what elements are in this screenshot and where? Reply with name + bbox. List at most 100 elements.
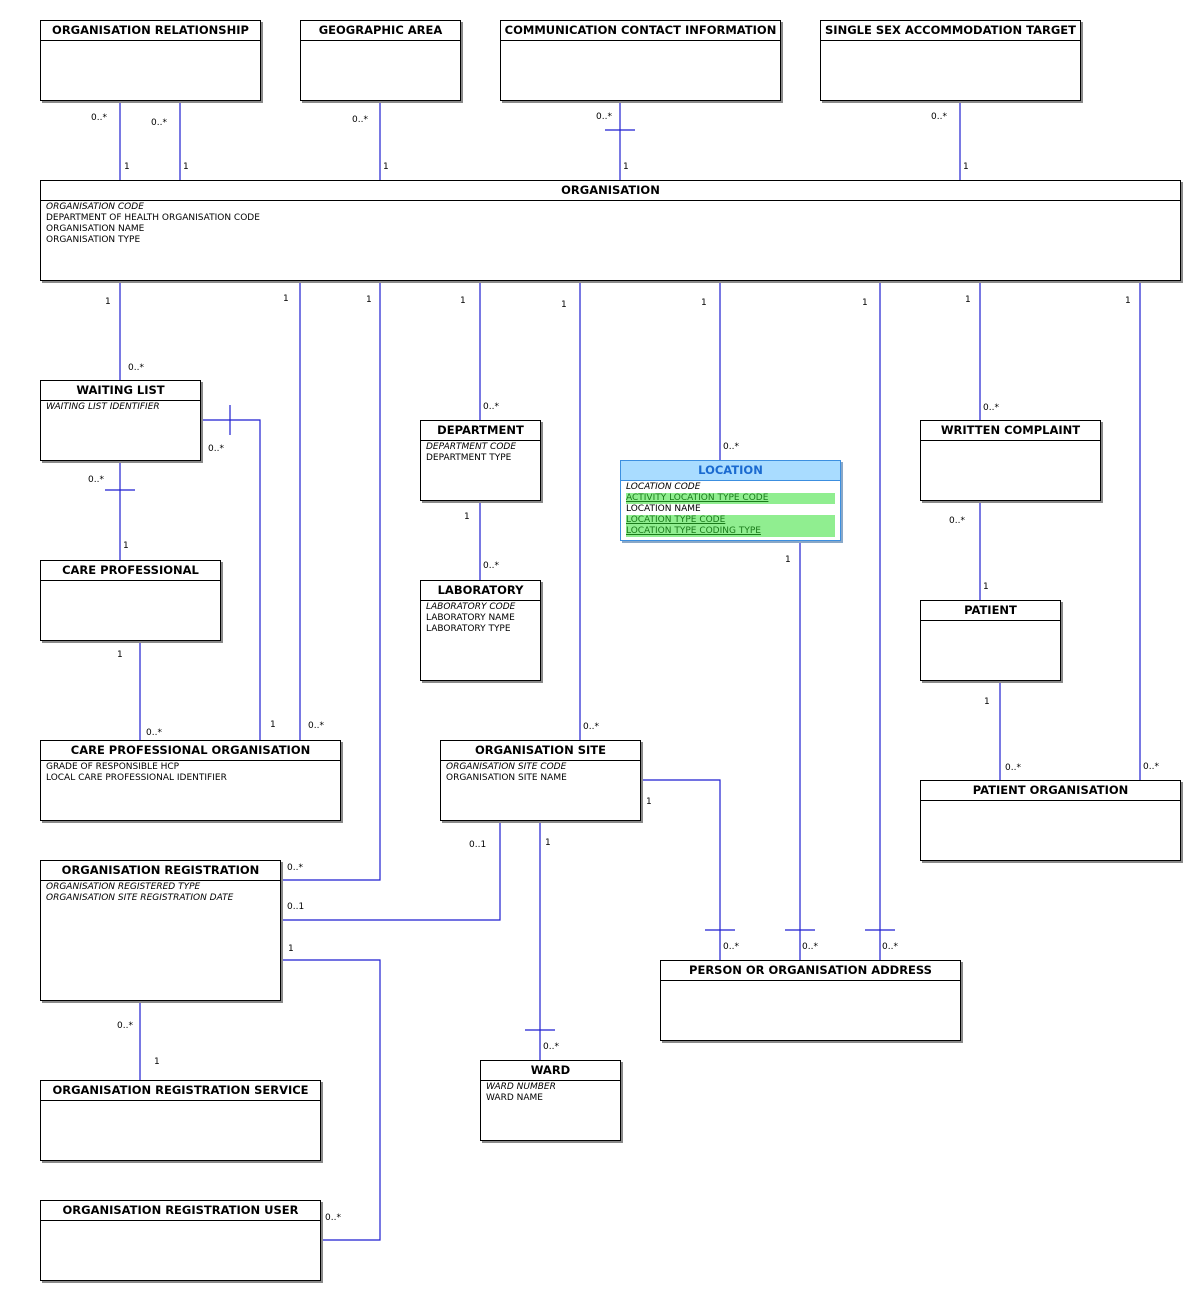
highlighted-attribute: ACTIVITY LOCATION TYPE CODE (626, 493, 835, 504)
entity-attribute: LABORATORY TYPE (426, 624, 511, 634)
cardinality-label: 1 (983, 582, 989, 592)
cardinality-label: 0..* (596, 112, 612, 122)
cardinality-label: 0..* (483, 561, 499, 571)
entity-attributes (921, 621, 1060, 623)
entity-attribute: DEPARTMENT CODE (426, 442, 517, 452)
entity-attribute: LABORATORY NAME (426, 613, 515, 623)
entity-title: ORGANISATION REGISTRATION USER (41, 1201, 320, 1221)
entity-attribute: ORGANISATION REGISTERED TYPE (46, 882, 201, 892)
entity-title: WAITING LIST (41, 381, 200, 401)
entity-title: PATIENT (921, 601, 1060, 621)
entity-title: ORGANISATION REGISTRATION (41, 861, 280, 881)
rel-line (280, 820, 501, 921)
cardinality-label: 0..1 (287, 902, 305, 912)
entity-title: GEOGRAPHIC AREA (301, 21, 460, 41)
cardinality-label: 1 (270, 720, 276, 730)
entity-attribute: DEPARTMENT TYPE (426, 453, 512, 463)
entity-title: COMMUNICATION CONTACT INFORMATION (501, 21, 780, 41)
entity-patient[interactable]: PATIENT (920, 600, 1061, 681)
cardinality-label: 0..* (88, 475, 104, 485)
entity-geographic-area[interactable]: GEOGRAPHIC AREA (300, 20, 461, 101)
cardinality-label: 1 (154, 1057, 160, 1067)
entity-organisation-relationship[interactable]: ORGANISATION RELATIONSHIP (40, 20, 261, 101)
entity-attribute: WARD NAME (486, 1093, 543, 1103)
entity-attribute: WAITING LIST IDENTIFIER (46, 402, 160, 412)
cardinality-label: 0..* (151, 118, 167, 128)
cardinality-label: 0..* (287, 863, 303, 873)
entity-communication-contact-information[interactable]: COMMUNICATION CONTACT INFORMATION (500, 20, 781, 101)
cardinality-label: 0..* (723, 942, 739, 952)
entity-care-professional[interactable]: CARE PROFESSIONAL (40, 560, 221, 641)
entity-attribute: LABORATORY CODE (426, 602, 516, 612)
highlighted-attribute: LOCATION TYPE CODE (626, 515, 835, 526)
cardinality-label: 1 (117, 650, 123, 660)
entity-attribute: ACTIVITY LOCATION TYPE CODE (626, 493, 835, 504)
cardinality-label: 1 (646, 797, 652, 807)
cardinality-label: 0..* (325, 1213, 341, 1223)
highlighted-attribute: LOCATION TYPE CODING TYPE (626, 526, 835, 537)
cardinality-label: 0..* (1005, 763, 1021, 773)
entity-attributes (41, 1101, 320, 1103)
cardinality-label: 1 (963, 162, 969, 172)
entity-attribute: LOCATION CODE (626, 482, 701, 492)
entity-attribute: LOCATION TYPE CODING TYPE (626, 526, 835, 537)
cardinality-label: 0..* (583, 722, 599, 732)
cardinality-label: 0..* (882, 942, 898, 952)
cardinality-label: 1 (464, 512, 470, 522)
cardinality-label: 1 (366, 295, 372, 305)
entity-title: WRITTEN COMPLAINT (921, 421, 1100, 441)
rel-line (280, 959, 381, 1241)
cardinality-label: 1 (984, 697, 990, 707)
cardinality-label: 1 (545, 838, 551, 848)
rel-line (280, 280, 381, 881)
entity-organisation-registration-service[interactable]: ORGANISATION REGISTRATION SERVICE (40, 1080, 321, 1161)
entity-attributes (661, 981, 960, 983)
entity-person-or-organisation-address[interactable]: PERSON OR ORGANISATION ADDRESS (660, 960, 961, 1041)
entity-patient-organisation[interactable]: PATIENT ORGANISATION (920, 780, 1181, 861)
entity-attribute: DEPARTMENT OF HEALTH ORGANISATION CODE (46, 213, 260, 223)
entity-single-sex-accommodation-target[interactable]: SINGLE SEX ACCOMMODATION TARGET (820, 20, 1081, 101)
entity-title: DEPARTMENT (421, 421, 540, 441)
cardinality-label: 0..1 (469, 840, 487, 850)
entity-attributes (41, 581, 220, 583)
cardinality-label: 1 (123, 541, 129, 551)
entity-title: ORGANISATION (41, 181, 1180, 201)
entity-title: ORGANISATION REGISTRATION SERVICE (41, 1081, 320, 1101)
entity-title: LOCATION (621, 461, 840, 481)
cardinality-label: 0..* (117, 1021, 133, 1031)
cardinality-label: 0..* (352, 115, 368, 125)
entity-attributes: WAITING LIST IDENTIFIER (41, 401, 200, 414)
entity-attribute: LOCATION TYPE CODE (626, 515, 835, 526)
entity-written-complaint[interactable]: WRITTEN COMPLAINT (920, 420, 1101, 501)
entity-attribute: ORGANISATION SITE REGISTRATION DATE (46, 893, 234, 903)
rel-line (640, 779, 721, 960)
cardinality-label: 0..* (949, 516, 965, 526)
entity-title: SINGLE SEX ACCOMMODATION TARGET (821, 21, 1080, 41)
cardinality-label: 0..* (128, 363, 144, 373)
cardinality-label: 1 (105, 297, 111, 307)
cardinality-label: 1 (785, 555, 791, 565)
cardinality-label: 1 (124, 162, 130, 172)
entity-organisation-registration-user[interactable]: ORGANISATION REGISTRATION USER (40, 1200, 321, 1281)
entity-attributes (501, 41, 780, 43)
entity-attributes (41, 41, 260, 43)
cardinality-label: 1 (460, 296, 466, 306)
cardinality-label: 0..* (543, 1042, 559, 1052)
entity-attribute: ORGANISATION CODE (46, 202, 144, 212)
